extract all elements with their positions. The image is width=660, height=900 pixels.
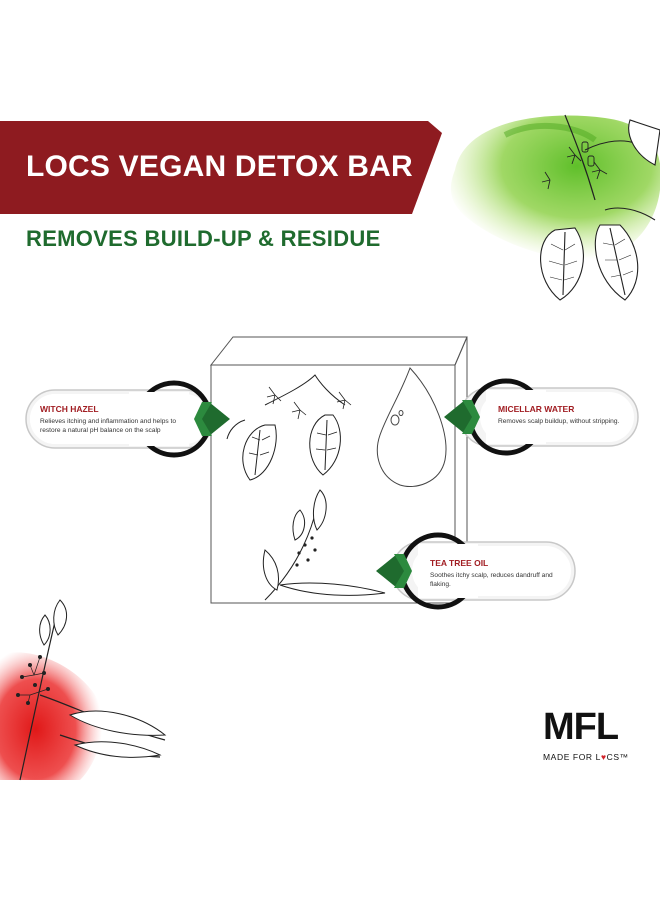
banner-shape <box>0 121 442 214</box>
ingredient-name: MICELLAR WATER <box>498 404 575 414</box>
ingredient-callout-witch-hazel: WITCH HAZEL Relieves itching and inflamm… <box>24 380 234 460</box>
logo-mark: MFL <box>543 706 619 748</box>
tagline-suffix: CS™ <box>606 752 629 762</box>
ingredient-description: Removes scalp buildup, without stripping… <box>498 418 620 425</box>
callout-shape <box>25 380 230 458</box>
ingredient-callout-micellar-water: MICELLAR WATER Removes scalp buildup, wi… <box>440 378 640 458</box>
witch-hazel-sketch <box>226 374 346 481</box>
callout-shape <box>444 378 639 456</box>
tagline-prefix: MADE FOR L <box>543 752 601 762</box>
green-watercolor-leaves-art <box>450 114 660 301</box>
brand-logo: MFL MADE FOR L♥CS™ <box>543 708 629 762</box>
red-watercolor-tea-tree-art <box>0 599 167 781</box>
heart-icon: ♥ <box>600 752 607 762</box>
callout-shape <box>376 532 576 610</box>
product-cube-illustration <box>209 336 468 604</box>
logo-tagline: MADE FOR L♥CS™ <box>543 752 629 762</box>
product-subtitle: REMOVES BUILD-UP & RESIDUE <box>26 226 381 251</box>
ingredient-callout-tea-tree-oil: TEA TREE OIL Soothes itchy scalp, reduce… <box>372 532 577 612</box>
ingredient-description: Soothes itchy scalp, reduces dandruff an… <box>430 572 553 588</box>
ingredient-name: TEA TREE OIL <box>430 558 489 568</box>
product-title: LOCS VEGAN DETOX BAR <box>26 150 413 183</box>
tea-tree-sketch <box>262 489 386 601</box>
title-banner <box>0 121 442 214</box>
micellar-water-drop-sketch <box>376 367 447 488</box>
ingredient-name: WITCH HAZEL <box>40 404 99 414</box>
ingredient-description: Relieves itching and inflammation and he… <box>40 418 176 434</box>
